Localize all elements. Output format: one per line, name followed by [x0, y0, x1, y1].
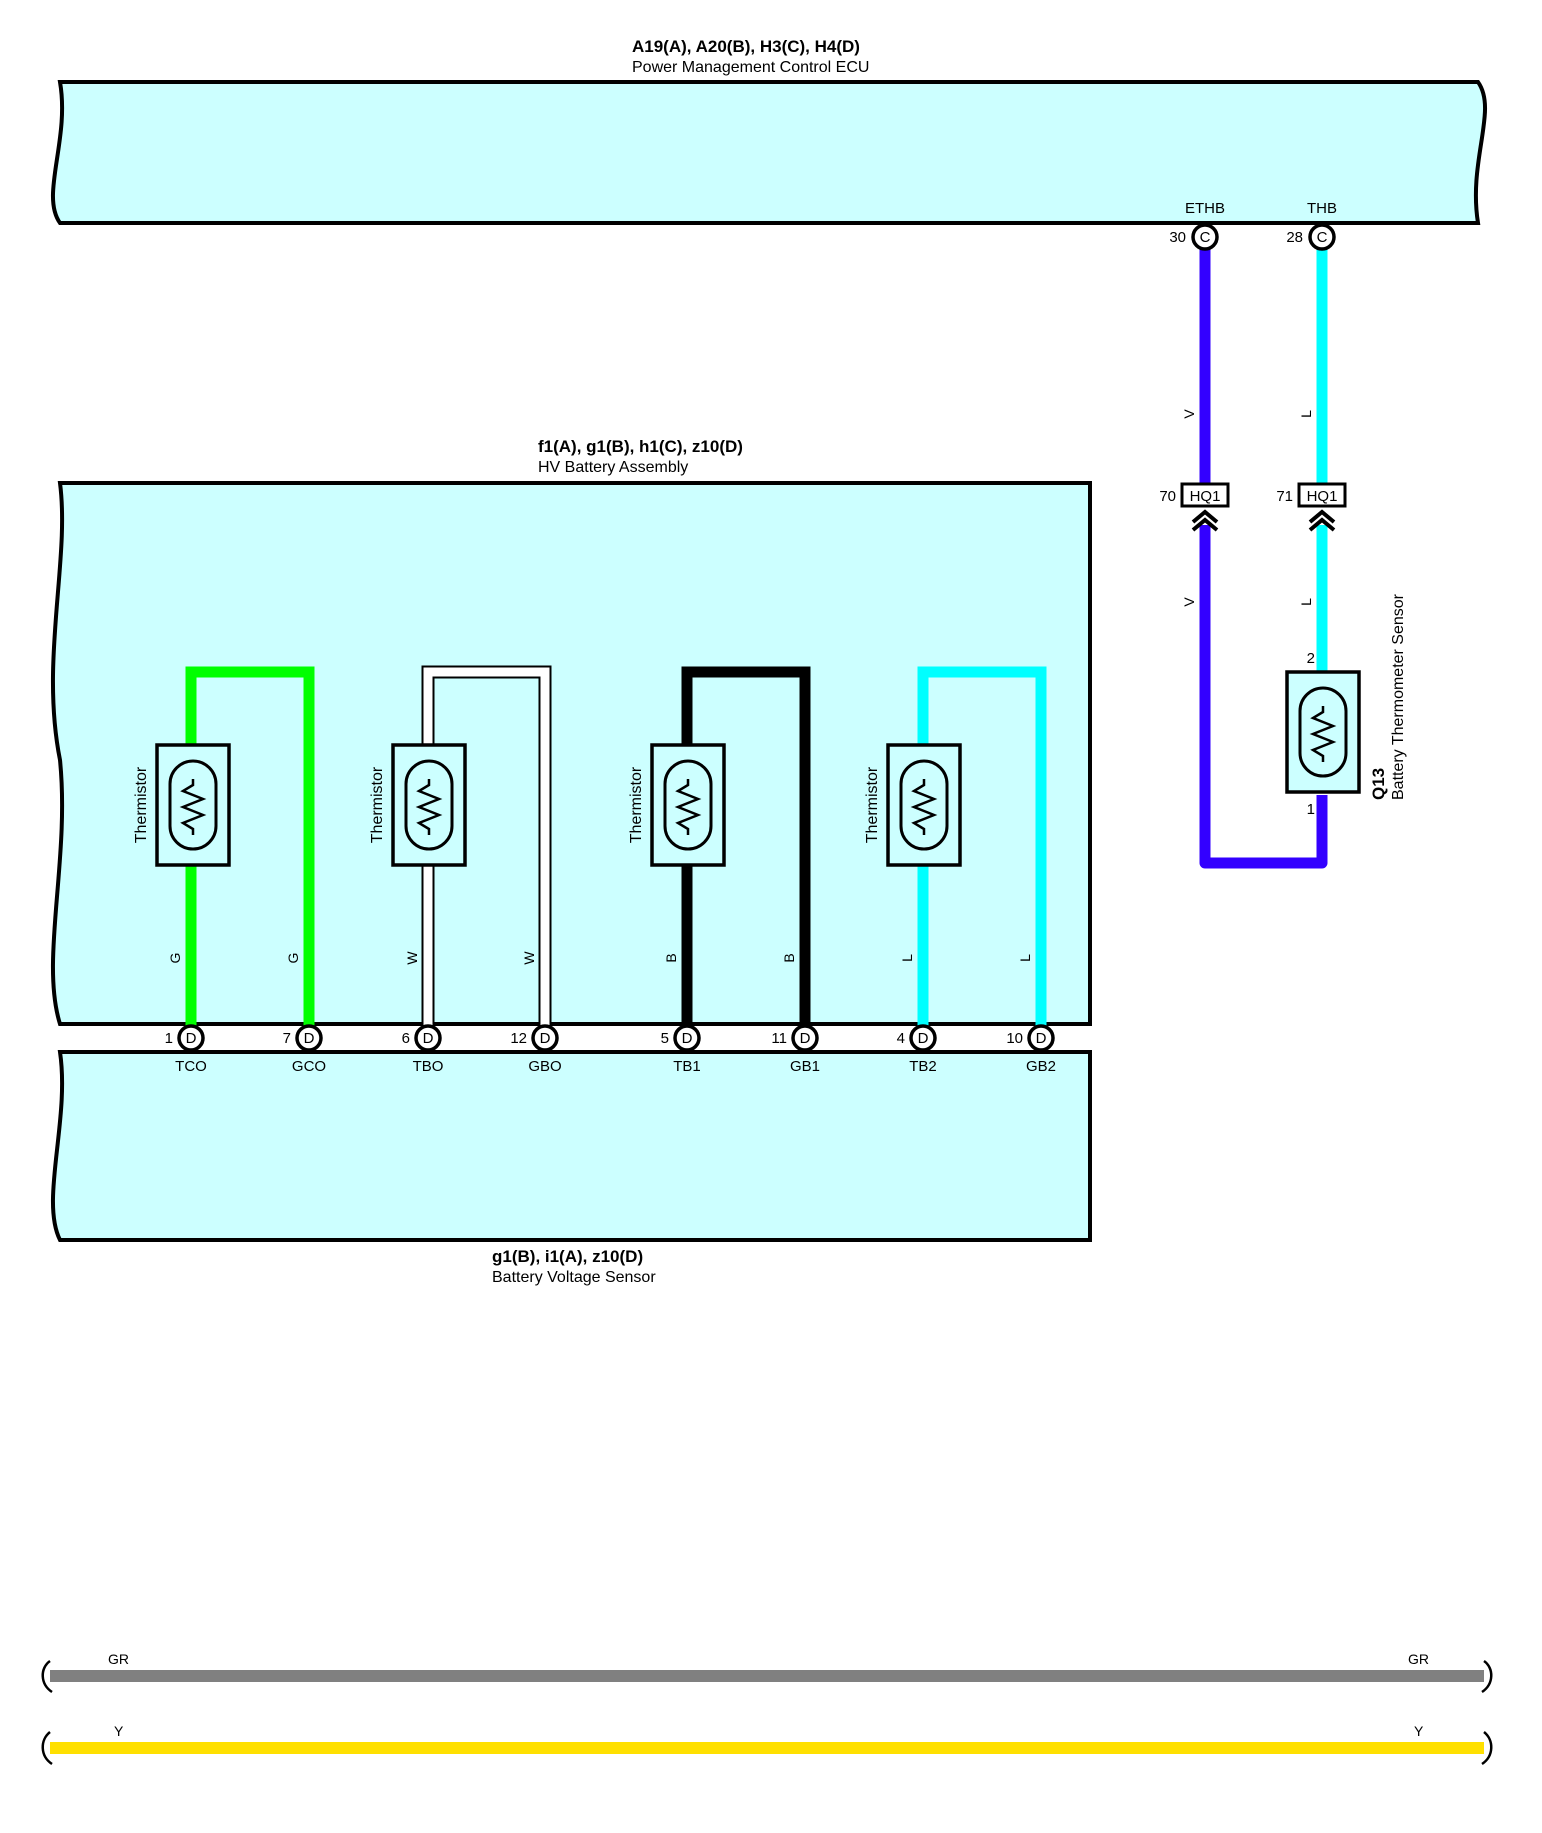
thermistor-group-1 [155, 666, 315, 1038]
ecu-code: A19(A), A20(B), H3(C), H4(D) [632, 37, 860, 56]
pin-signal-name: GB2 [1026, 1058, 1056, 1075]
ecu-pin-30-connector: C [1191, 223, 1219, 251]
sensor-pin-top: 2 [1307, 650, 1315, 667]
pin-circle [414, 1024, 442, 1052]
pin-conn-letter: D [800, 1030, 811, 1047]
hq1-label-70: HQ1 [1190, 488, 1221, 505]
pin-signal-name: GBO [528, 1058, 561, 1075]
sensor-name: Battery Thermometer Sensor [1390, 593, 1407, 800]
wire-label-g-right: G [285, 953, 301, 964]
voltage-sensor-box [50, 1050, 1092, 1242]
ecu-pin-28-connector: C [1308, 223, 1336, 251]
pin-circle [791, 1024, 819, 1052]
voltage-sensor-pins: D1TCOD7GCOD6TBOD12GBOD5TB1D11GB1D4TB2D10… [165, 1024, 1056, 1075]
pin-conn-letter: D [423, 1030, 434, 1047]
wire-label-l-left: L [899, 954, 915, 962]
ecu-pin-30-conn: C [1200, 229, 1211, 246]
wire-label-w-right: W [521, 951, 537, 965]
thermistor-group-3 [650, 666, 811, 1038]
hv-battery-code: f1(A), g1(B), h1(C), z10(D) [538, 437, 743, 456]
pin-signal-name: TB1 [673, 1058, 701, 1075]
ecu-name: Power Management Control ECU [632, 59, 869, 76]
ecu-pin-name-ethb: ETHB [1185, 200, 1225, 217]
pin-conn-letter: D [304, 1030, 315, 1047]
pin-conn-letter: D [540, 1030, 551, 1047]
wire-v-to-sensor [1199, 525, 1328, 869]
hq1-pin-70: 70 [1159, 488, 1176, 505]
pin-conn-letter: D [918, 1030, 929, 1047]
thermistor-group-4 [886, 666, 1047, 1038]
pin-conn-letter: D [682, 1030, 693, 1047]
bus-yellow-label-left: Y [114, 1723, 124, 1739]
thermistor-label-2: Thermistor [369, 766, 386, 843]
thermistor-group-2 [391, 665, 552, 1038]
pin-number: 7 [283, 1030, 291, 1047]
thermistor-label-1: Thermistor [133, 766, 150, 843]
hq1-pin-71: 71 [1276, 488, 1293, 505]
bus-line-gray [41, 1659, 1493, 1694]
wire-label-b-right: B [781, 953, 797, 962]
hv-battery-name: HV Battery Assembly [538, 459, 688, 476]
ecu-pin-number-28: 28 [1286, 229, 1303, 246]
pin-circle [177, 1024, 205, 1052]
pin-signal-name: GB1 [790, 1058, 820, 1075]
pin-signal-name: TB2 [909, 1058, 937, 1075]
bus-yellow-label-right: Y [1414, 1723, 1424, 1739]
wire-label-l-upper: L [1298, 410, 1314, 418]
ecu-pin-name-thb: THB [1307, 200, 1337, 217]
ecu-box [51, 80, 1487, 225]
pin-conn-letter: D [1036, 1030, 1047, 1047]
wire-label-l-right: L [1017, 954, 1033, 962]
bus-gray-label-left: GR [108, 1651, 129, 1667]
wire-label-v-upper: V [1181, 409, 1197, 419]
wire-label-w-left: W [404, 951, 420, 965]
hq1-label-71: HQ1 [1307, 488, 1338, 505]
pin-circle [295, 1024, 323, 1052]
wire-label-l-lower: L [1298, 598, 1314, 606]
sensor-code: Q13 [1369, 768, 1388, 800]
pin-number: 5 [661, 1030, 669, 1047]
pin-circle [909, 1024, 937, 1052]
wire-label-g-left: G [167, 953, 183, 964]
pin-number: 12 [510, 1030, 527, 1047]
pin-circle [531, 1024, 559, 1052]
voltage-sensor-code: g1(B), i1(A), z10(D) [492, 1247, 643, 1266]
pin-signal-name: TCO [175, 1058, 207, 1075]
pin-number: 10 [1006, 1030, 1023, 1047]
bus-gray-label-right: GR [1408, 1651, 1429, 1667]
pin-number: 6 [402, 1030, 410, 1047]
voltage-sensor-name: Battery Voltage Sensor [492, 1269, 656, 1286]
pin-number: 1 [165, 1030, 173, 1047]
ecu-pin-number-30: 30 [1169, 229, 1186, 246]
wire-label-v-lower: V [1181, 597, 1197, 607]
thermistor-label-4: Thermistor [864, 766, 881, 843]
bus-line-yellow [41, 1731, 1493, 1766]
ecu-pin-28-conn: C [1317, 229, 1328, 246]
pin-circle [1027, 1024, 1055, 1052]
pin-number: 11 [771, 1030, 787, 1047]
sensor-pin-bottom: 1 [1307, 801, 1315, 818]
hq1-connector-71: HQ1 71 [1276, 482, 1347, 532]
hq1-connector-70: HQ1 70 [1159, 482, 1230, 532]
thermometer-sensor [1285, 670, 1361, 794]
pin-conn-letter: D [186, 1030, 197, 1047]
pin-signal-name: GCO [292, 1058, 326, 1075]
thermistor-label-3: Thermistor [628, 766, 645, 843]
wire-label-b-left: B [663, 953, 679, 962]
pin-signal-name: TBO [413, 1058, 444, 1075]
pin-number: 4 [897, 1030, 905, 1047]
pin-circle [673, 1024, 701, 1052]
